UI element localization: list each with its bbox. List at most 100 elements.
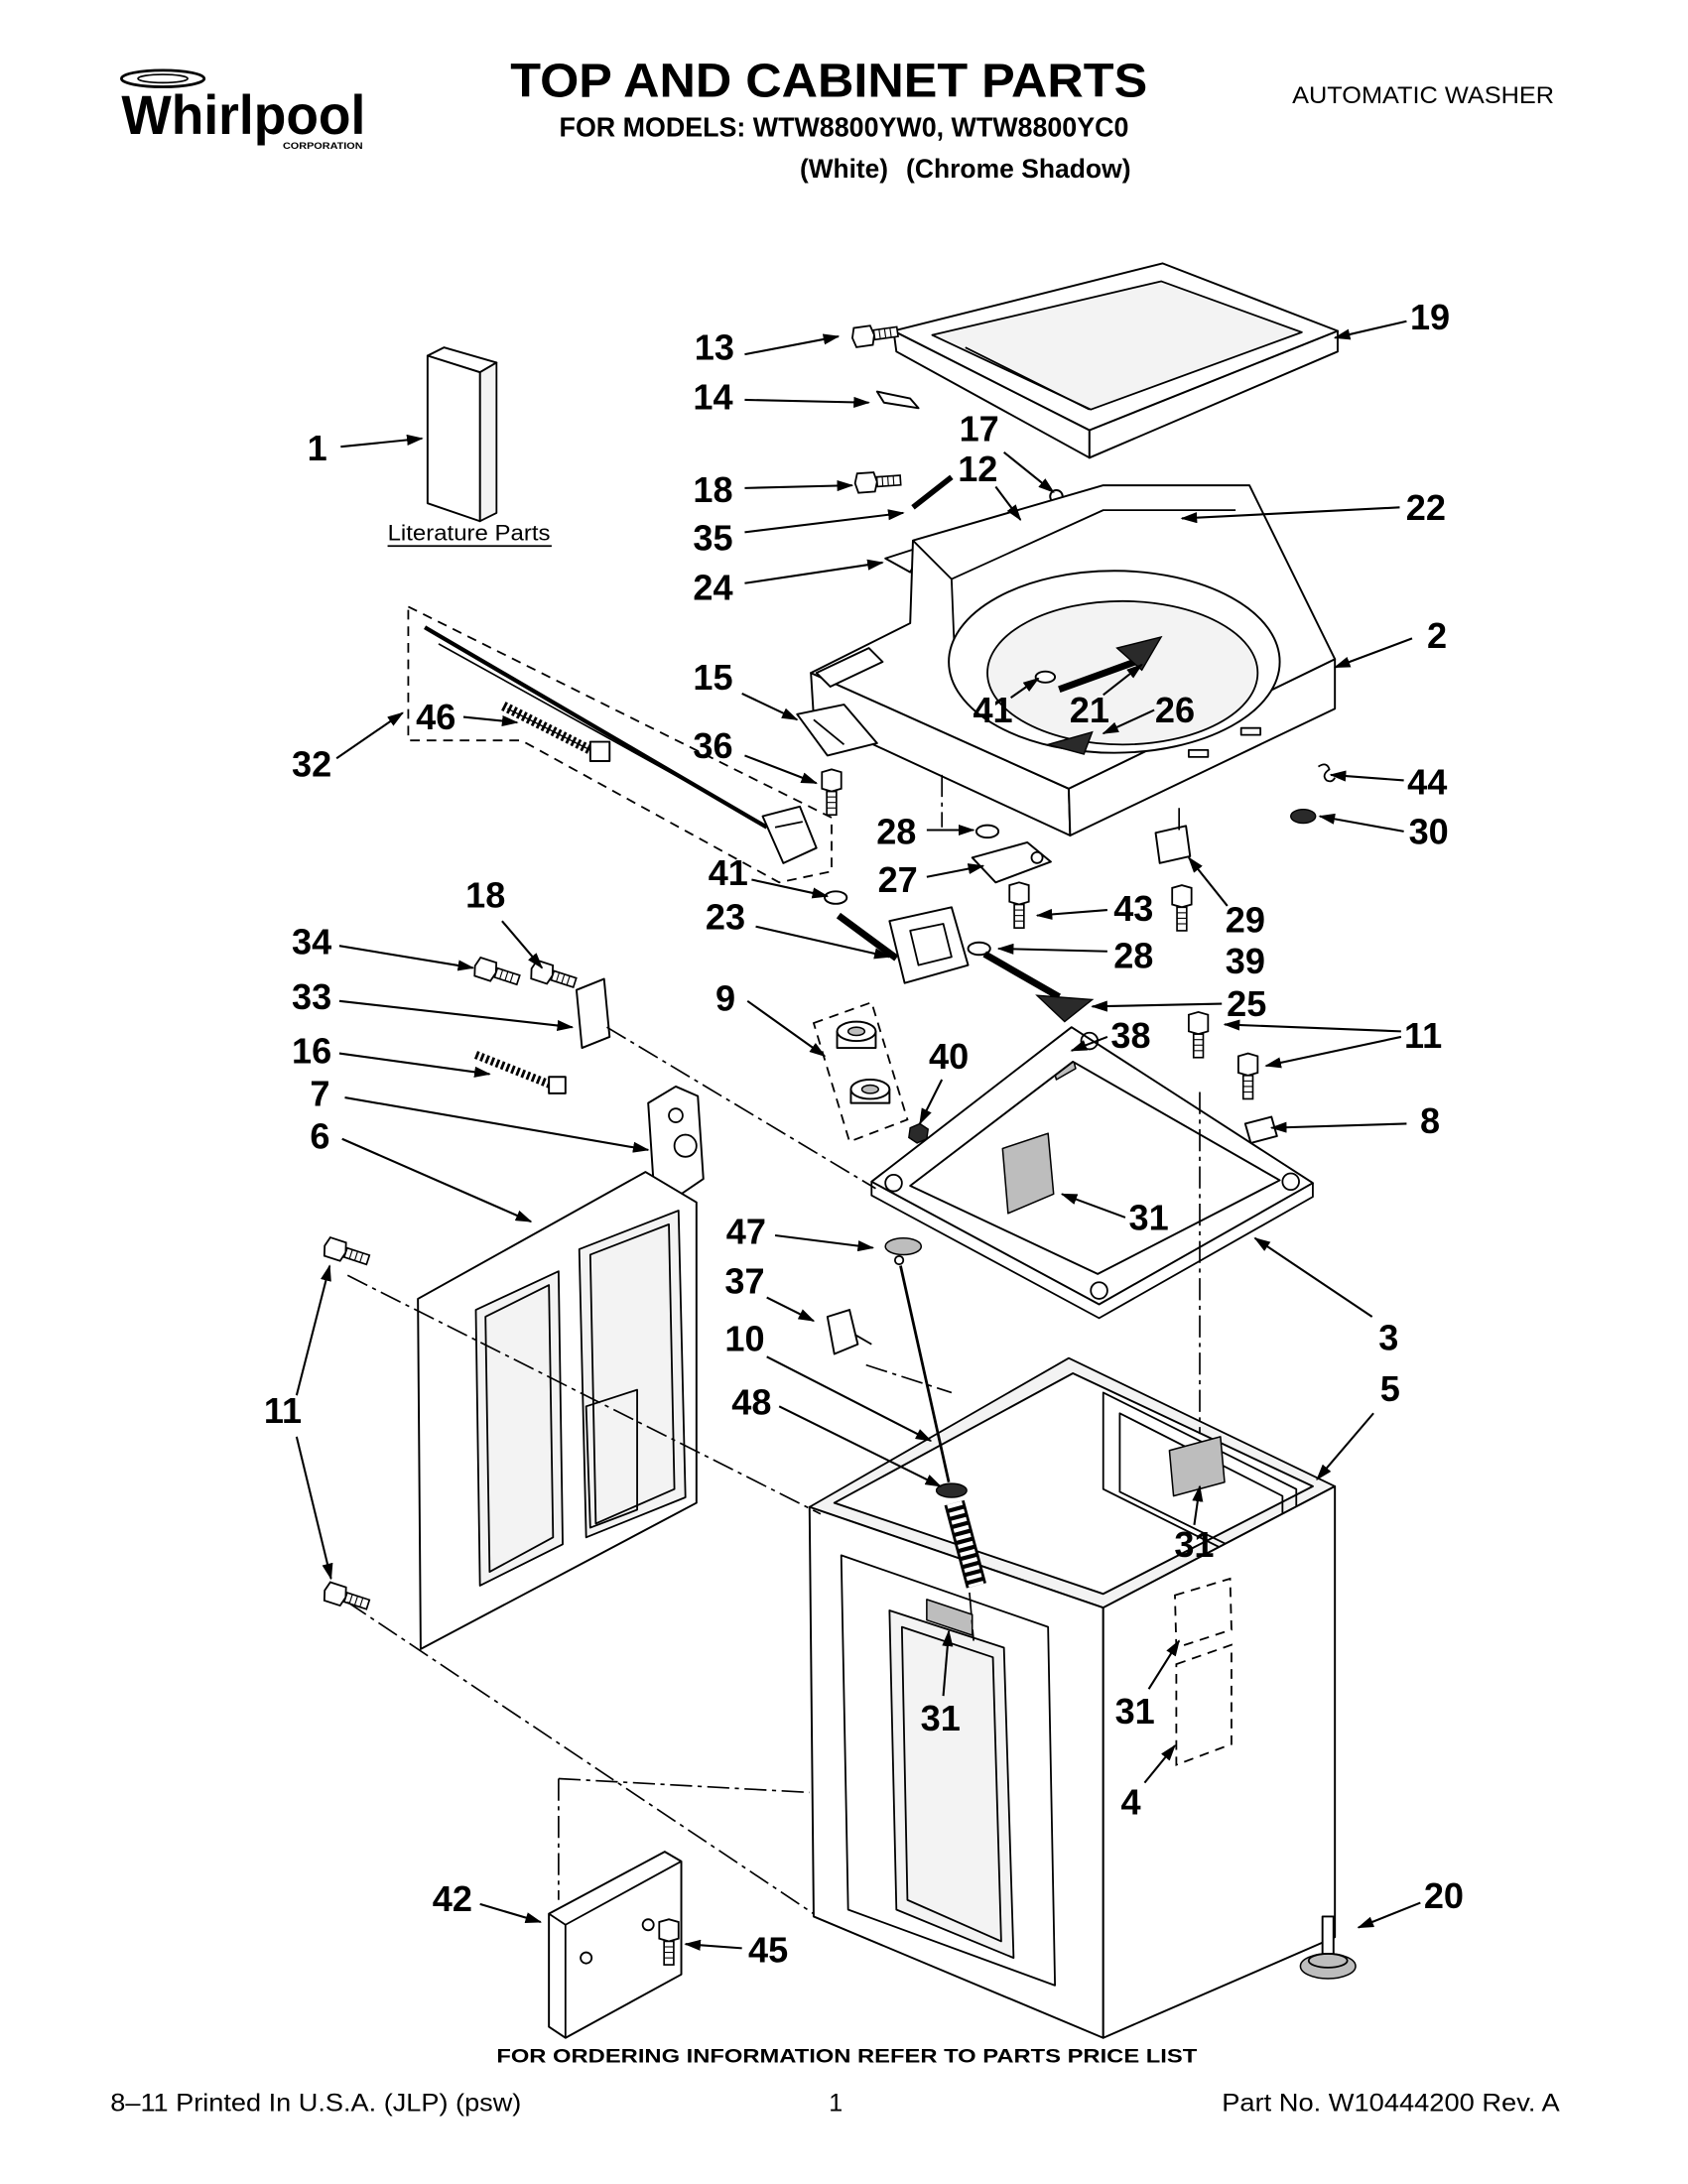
- callout-11-a: 11: [1404, 1015, 1442, 1056]
- leader-arrow: [1143, 1744, 1176, 1784]
- bolt-13: [849, 321, 900, 349]
- callout-31-c: 31: [921, 1698, 961, 1738]
- leader-arrow: [744, 479, 854, 492]
- leader-arrow: [744, 559, 884, 584]
- callouts: 1 13 14 19 17 12 18 35 22 24 2 15 41 21 …: [264, 297, 1464, 1970]
- rear-panel-6: [417, 1171, 698, 1650]
- washer-41-b: [824, 890, 848, 905]
- grommet-48: [935, 1482, 968, 1498]
- callout-44: 44: [1407, 761, 1447, 802]
- callout-36: 36: [693, 725, 732, 766]
- leader-arrow: [1060, 1193, 1126, 1219]
- strap-25: [982, 951, 1095, 1023]
- clip-44: [1317, 763, 1336, 783]
- leveling-foot-20: [1299, 1915, 1357, 1980]
- washer-28-b: [967, 941, 991, 957]
- assembly-32-outline: [407, 604, 833, 884]
- logo-corporation: CORPORATION: [283, 141, 363, 151]
- print-info: 8–11 Printed In U.S.A. (JLP) (psw): [110, 2089, 521, 2117]
- callout-6: 6: [310, 1115, 329, 1156]
- leader-arrow: [744, 509, 905, 534]
- callout-16: 16: [292, 1030, 331, 1071]
- label-4-side: [1175, 1643, 1233, 1766]
- leader-arrow: [766, 1296, 816, 1323]
- leader-arrow: [918, 1079, 944, 1125]
- callout-1: 1: [308, 428, 327, 468]
- callout-24: 24: [693, 567, 732, 607]
- callout-28-b: 28: [1113, 935, 1153, 975]
- callout-21: 21: [1070, 690, 1109, 730]
- callout-19: 19: [1410, 297, 1450, 337]
- logo-brand: Whirlpool: [121, 84, 365, 146]
- leader-arrow: [335, 711, 404, 760]
- callout-38: 38: [1110, 1015, 1150, 1056]
- callout-20: 20: [1424, 1875, 1464, 1916]
- callout-7: 7: [310, 1073, 329, 1113]
- base-bracket-42: [548, 1851, 683, 2039]
- pivot-27: [971, 841, 1052, 884]
- leader-arrow: [1223, 1019, 1401, 1033]
- strap-21: [1058, 657, 1141, 694]
- leader-arrow: [1333, 637, 1413, 669]
- bolt-11-d: [321, 1580, 372, 1615]
- ordering-info: FOR ORDERING INFORMATION REFER TO PARTS …: [496, 2046, 1197, 2068]
- callout-12: 12: [958, 449, 997, 489]
- leader-arrow: [1147, 1639, 1181, 1690]
- callout-3: 3: [1378, 1317, 1398, 1357]
- rod-10: [894, 1254, 951, 1483]
- leader-arrow: [1316, 1412, 1374, 1481]
- clip-37: [826, 1309, 872, 1355]
- leader-arrow: [1003, 450, 1055, 493]
- callout-35: 35: [693, 517, 732, 558]
- callout-4: 4: [1120, 1782, 1140, 1823]
- callout-40: 40: [929, 1036, 969, 1077]
- leader-arrow: [1102, 708, 1155, 735]
- label-31-back: [1168, 1436, 1226, 1497]
- leader-arrow: [774, 1233, 875, 1252]
- label-31-front: [926, 1599, 974, 1636]
- hinge-bracket-14: [875, 390, 920, 410]
- callout-9: 9: [715, 978, 735, 1019]
- leader-arrow: [942, 1629, 954, 1697]
- actuator-46: [507, 707, 591, 751]
- bearing-9: [836, 1020, 891, 1104]
- callout-5: 5: [1380, 1368, 1400, 1409]
- leader-arrow: [341, 1137, 533, 1223]
- leader-arrow: [1070, 1035, 1108, 1052]
- clip-8: [1243, 1115, 1278, 1144]
- washer-41: [1034, 670, 1057, 684]
- callout-48: 48: [731, 1382, 771, 1423]
- tub-ring-frame-3: [870, 1026, 1314, 1320]
- leader-arrow: [1188, 856, 1229, 907]
- cable-tie-16: [473, 1051, 567, 1094]
- bolt-39: [1171, 884, 1193, 932]
- label-31-side: [1174, 1577, 1233, 1649]
- bolt-11-b: [1236, 1052, 1259, 1100]
- leader-arrow: [994, 485, 1022, 521]
- leader-arrow: [340, 434, 424, 449]
- top-panel-part: [810, 484, 1337, 837]
- callout-42: 42: [433, 1878, 472, 1919]
- variant-chrome-shadow: (Chrome Shadow): [906, 154, 1130, 184]
- callout-2: 2: [1427, 615, 1447, 656]
- leader-arrow: [744, 333, 841, 356]
- callout-34: 34: [292, 922, 331, 963]
- callout-46: 46: [416, 697, 455, 737]
- callout-8: 8: [1420, 1100, 1440, 1141]
- callout-30: 30: [1409, 811, 1449, 851]
- product-type: AUTOMATIC WASHER: [1292, 83, 1554, 109]
- bracket-33: [575, 977, 611, 1050]
- callout-13: 13: [695, 327, 734, 368]
- leader-arrow: [1264, 1035, 1402, 1069]
- callout-22: 22: [1406, 487, 1446, 528]
- leader-arrow: [462, 715, 519, 727]
- leader-arrow: [1192, 1484, 1204, 1525]
- callout-27: 27: [878, 859, 918, 900]
- strap-pad-21: [1115, 635, 1163, 672]
- hinge-bar-35: [911, 474, 954, 510]
- leader-arrow: [1180, 506, 1400, 524]
- bolt-11-a: [1187, 1011, 1210, 1059]
- leader-arrow: [338, 945, 475, 971]
- leader-arrow: [501, 920, 544, 969]
